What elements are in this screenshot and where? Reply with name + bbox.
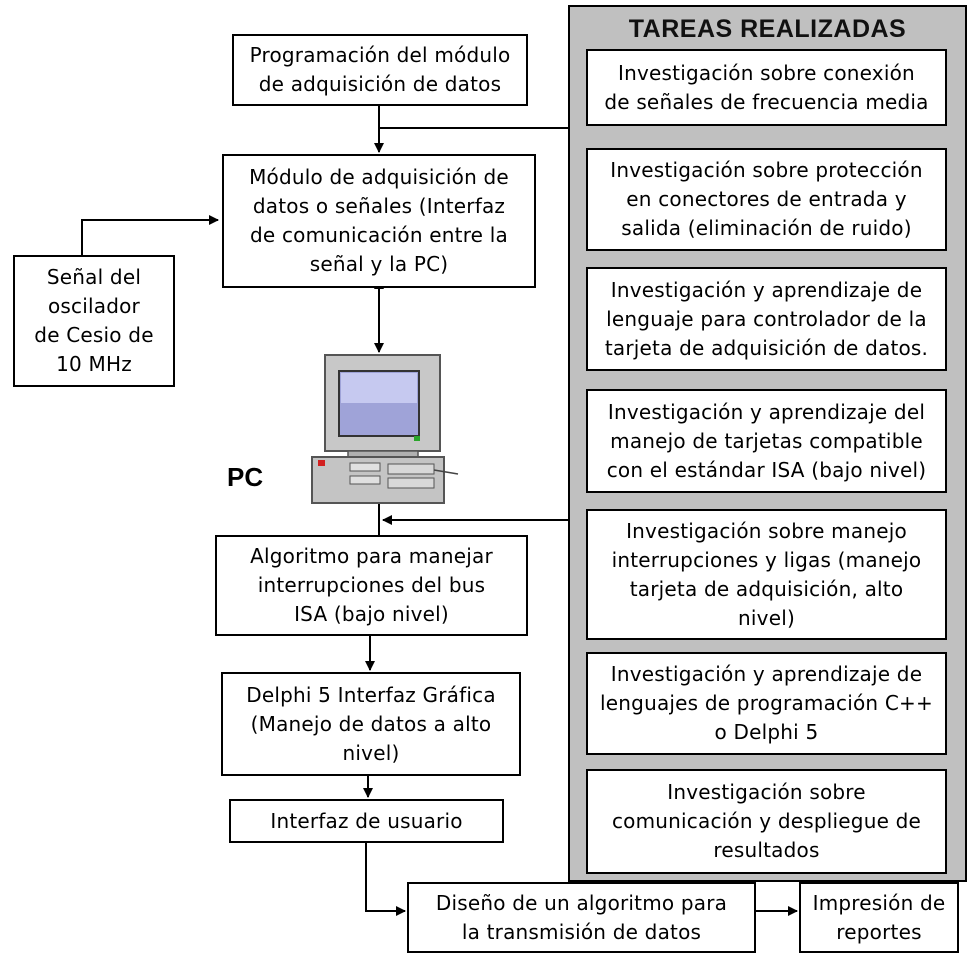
- task-box-3: Investigación y aprendizaje de lenguaje …: [586, 267, 947, 371]
- task-box-4: Investigación y aprendizaje del manejo d…: [586, 389, 947, 493]
- algorithm-box: Algoritmo para manejar interrupciones de…: [215, 535, 528, 636]
- delphi-box: Delphi 5 Interfaz Gráfica (Manejo de dat…: [221, 672, 521, 776]
- task-box-1: Investigación sobre conexión de señales …: [586, 49, 947, 126]
- module-box: Módulo de adquisición de datos o señales…: [222, 154, 536, 288]
- user-interface-box: Interfaz de usuario: [229, 799, 504, 843]
- arrow-signal-to-module: [81, 215, 219, 255]
- signal-box: Señal del oscilador de Cesio de 10 MHz: [13, 255, 175, 387]
- print-box: Impresión de reportes: [799, 882, 959, 953]
- transmission-box: Diseño de un algoritmo para la transmisi…: [407, 882, 756, 953]
- task-box-2: Investigación sobre protección en conect…: [586, 148, 947, 251]
- pc-label: PC: [227, 462, 264, 492]
- tasks-panel-title: TAREAS REALIZADAS: [628, 15, 907, 43]
- task-box-5: Investigación sobre manejo interrupcione…: [586, 509, 947, 640]
- tasks-panel: TAREAS REALIZADAS Investigación sobre co…: [568, 5, 967, 882]
- task-box-6: Investigación y aprendizaje de lenguajes…: [586, 652, 947, 755]
- arrow-ui-to-transmission: [365, 843, 406, 916]
- programming-box: Programación del módulo de adquisición d…: [232, 34, 528, 106]
- task-box-7: Investigación sobre comunicación y despl…: [586, 769, 947, 874]
